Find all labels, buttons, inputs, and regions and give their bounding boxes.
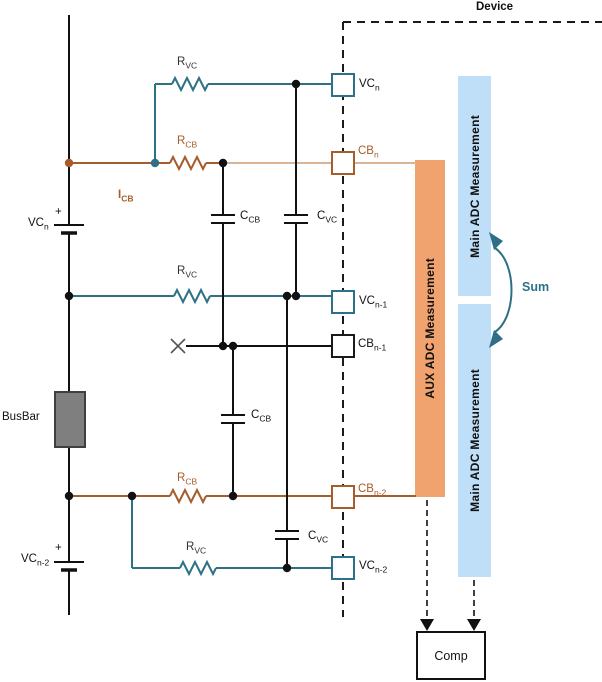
cvc1-label: CVC [317, 210, 338, 225]
main-adc-measurement-bar-bottom: Main ADC Measurement [458, 304, 491, 577]
pin-label-cbn2: CBn-2 [358, 483, 387, 498]
icb-label: ICB [118, 189, 134, 204]
ccb1-label: CCB [240, 210, 261, 225]
rvc2-label: RVC [177, 265, 198, 280]
battery-bottom-plus: + [55, 542, 62, 554]
sum-arc-arrow [489, 232, 513, 348]
vc-sense-wire-n2 [131, 496, 332, 577]
capacitor-ccb-1 [211, 163, 235, 346]
aux-to-comp-arrow [420, 500, 434, 631]
pin-box-vcn [331, 73, 355, 97]
pin-box-vcn2 [331, 556, 355, 580]
busbar-label: BusBar [2, 411, 40, 423]
comparator-label: Comp [434, 648, 468, 663]
resistor-rcb-2 [169, 487, 207, 505]
pin-label-vcn: VCn [359, 78, 380, 93]
battery-cell-icon-top [54, 224, 84, 235]
main-adc-measurement-bar-top: Main ADC Measurement [458, 76, 491, 296]
battery-top-plus: + [55, 206, 62, 218]
capacitor-ccb-2 [221, 346, 245, 496]
device-pin-boxes [331, 73, 355, 580]
sum-arrowhead-down [489, 330, 503, 348]
device-label: Device [476, 1, 514, 13]
rvc3-label: RVC [186, 541, 207, 556]
sum-label: Sum [522, 280, 550, 294]
rcb1-label: RCB [177, 135, 198, 150]
cb-wire-n [69, 154, 224, 172]
vc-sense-wire-n [154, 75, 332, 163]
pin-box-cbn2 [331, 485, 355, 509]
resistor-rvc-2 [173, 287, 211, 305]
battery-bottom-label: VCn-2 [21, 553, 50, 568]
resistor-rvc-3 [179, 559, 217, 577]
rvc1-label: RVC [177, 56, 198, 71]
comparator-box: Comp [416, 631, 486, 680]
rcb2-label: RCB [177, 472, 198, 487]
pin-box-cbn1 [331, 334, 355, 358]
capacitor-cvc-2 [275, 296, 299, 568]
device-boundary-dashed [342, 21, 602, 617]
capacitor-cvc-1 [284, 84, 308, 296]
no-connect-x-icon [170, 338, 186, 354]
pin-label-cbn1: CBn-1 [358, 338, 387, 353]
junction-dots [64, 79, 301, 573]
ccb2-label: CCB [251, 409, 272, 424]
pin-box-vcn1 [331, 290, 355, 314]
resistor-rcb-1 [169, 154, 207, 172]
pin-label-cbn: CBn [358, 145, 379, 160]
pin-box-cbn [331, 151, 355, 175]
cvc2-label: CVC [308, 530, 329, 545]
resistor-rvc-1 [171, 75, 209, 93]
pin-label-vcn2: VCn-2 [359, 560, 388, 575]
main-to-comp-arrow [467, 580, 481, 631]
busbar-block [54, 391, 86, 448]
sum-arrowhead-up [489, 232, 503, 250]
vc-sense-wire-n1 [69, 287, 332, 305]
pin-label-vcn1: VCn-1 [359, 295, 388, 310]
cb-wire-n2 [69, 487, 416, 505]
aux-adc-measurement-bar: AUX ADC Measurement [415, 160, 445, 497]
battery-top-label: VCn [28, 217, 49, 232]
battery-cell-icon-bottom [54, 561, 84, 572]
